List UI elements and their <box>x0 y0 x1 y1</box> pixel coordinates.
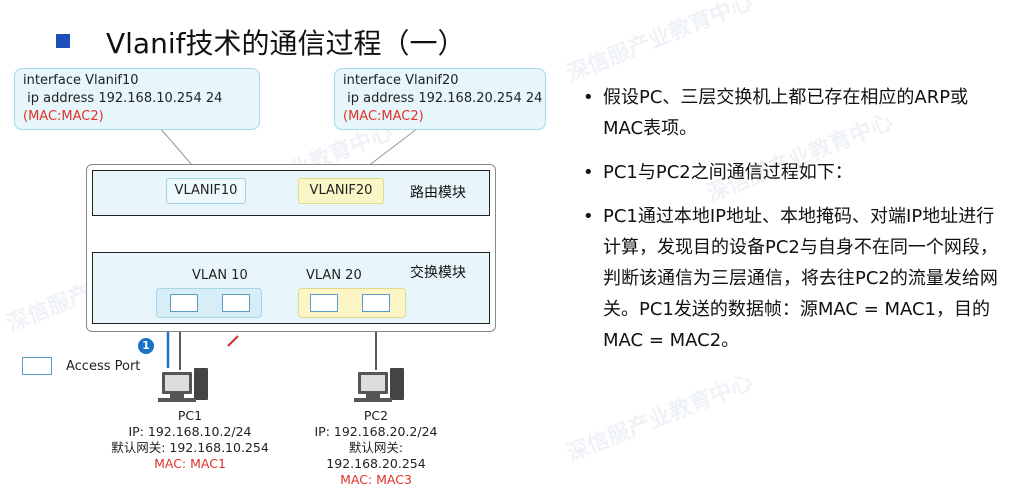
pc2-gateway-label: 默认网关: <box>348 440 404 455</box>
vlan10-label: VLAN 10 <box>192 268 248 283</box>
pc1-gateway: 默认网关: 192.168.10.254 <box>111 440 269 455</box>
vlan10-access-port-1 <box>170 294 198 312</box>
routing-module <box>92 170 490 216</box>
vlan20-label: VLAN 20 <box>306 268 362 283</box>
routing-module-label: 路由模块 <box>410 185 466 201</box>
callout-vlanif10-line2: ip address 192.168.10.254 24 <box>23 91 223 106</box>
title-bullet-icon <box>56 34 70 48</box>
explanation-list: 假设PC、三层交换机上都已存在相应的ARP或MAC表项。 PC1与PC2之间通信… <box>583 82 1003 369</box>
bullet-item: PC1通过本地IP地址、本地掩码、对端IP地址进行计算，发现目的设备PC2与自身… <box>583 201 1003 356</box>
callout-vlanif10-line1: interface Vlanif10 <box>23 73 139 88</box>
pc2-mac: MAC: MAC3 <box>340 472 412 487</box>
bullet-item: 假设PC、三层交换机上都已存在相应的ARP或MAC表项。 <box>583 82 1003 144</box>
page-title: Vlanif技术的通信过程（一） <box>106 27 466 60</box>
legend-access-port-icon <box>22 357 52 375</box>
vlan10-access-port-2 <box>222 294 250 312</box>
pc2-icon <box>354 368 404 402</box>
step-marker: 1 <box>138 338 154 354</box>
callout-vlanif10-mac: (MAC:MAC2) <box>23 109 104 124</box>
vlanif10-interface: VLANIF10 <box>166 178 246 204</box>
pc1-mac: MAC: MAC1 <box>154 456 226 471</box>
vlan20-access-port-2 <box>362 294 390 312</box>
pc2-ip: IP: 192.168.20.2/24 <box>314 424 438 439</box>
callout-vlanif20-line1: interface Vlanif20 <box>343 73 459 88</box>
vlanif20-interface: VLANIF20 <box>298 178 384 204</box>
legend-access-port-label: Access Port <box>66 359 141 374</box>
pc1-name: PC1 <box>177 408 203 423</box>
pc2-name: PC2 <box>363 408 389 423</box>
pc2-info: PC2 IP: 192.168.20.2/24 默认网关: 192.168.20… <box>296 408 456 488</box>
switching-module-label: 交换模块 <box>410 265 466 281</box>
vlan20-access-port-1 <box>310 294 338 312</box>
callout-vlanif20: interface Vlanif20 ip address 192.168.20… <box>334 68 546 130</box>
pc1-info: PC1 IP: 192.168.10.2/24 默认网关: 192.168.10… <box>100 408 280 472</box>
pc1-icon <box>158 368 208 402</box>
pen-icon <box>227 335 239 347</box>
callout-vlanif20-mac: (MAC:MAC2) <box>343 109 424 124</box>
callout-vlanif10: interface Vlanif10 ip address 192.168.10… <box>14 68 260 130</box>
bullet-item: PC1与PC2之间通信过程如下： <box>583 157 1003 188</box>
pc2-gateway-value: 192.168.20.254 <box>326 456 426 471</box>
pc1-ip: IP: 192.168.10.2/24 <box>128 424 252 439</box>
callout-vlanif20-line2: ip address 192.168.20.254 24 <box>343 91 543 106</box>
